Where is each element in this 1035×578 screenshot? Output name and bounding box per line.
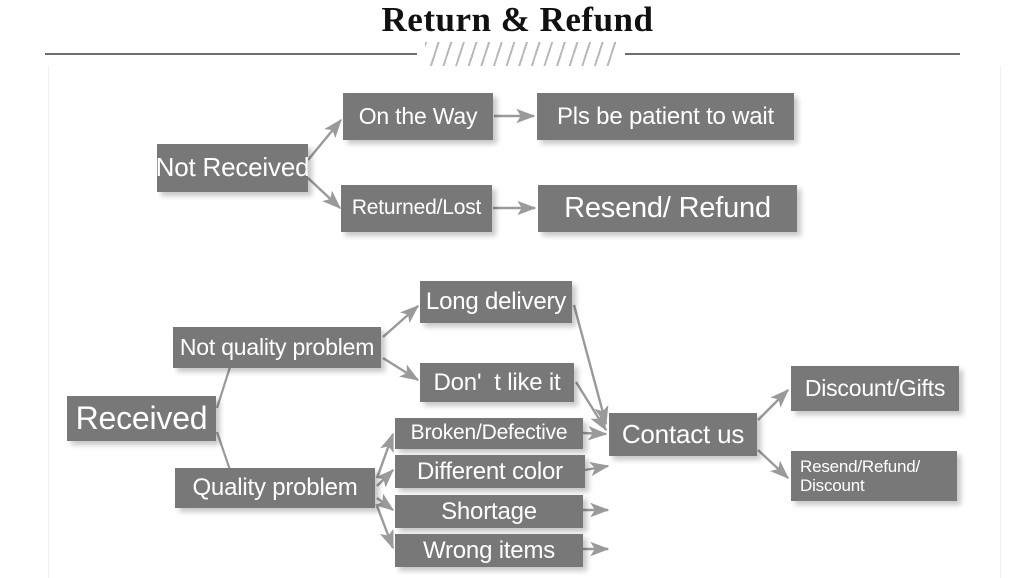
node-quality-problem[interactable]: Quality problem — [175, 468, 375, 508]
node-not-quality-problem[interactable]: Not quality problem — [173, 327, 381, 368]
link-notreceived-ontheway — [307, 118, 342, 161]
node-on-the-way[interactable]: On the Way — [343, 93, 493, 140]
page-edge-right — [1000, 66, 1001, 578]
node-not-received[interactable]: Not Received — [156, 144, 310, 192]
link-contactus-resendrefunddiscount — [757, 449, 790, 479]
node-broken-defective[interactable]: Broken/Defective — [395, 418, 583, 449]
node-shortage[interactable]: Shortage — [395, 495, 583, 528]
link-notreceived-returnedlost — [307, 177, 342, 209]
link-received-notquality — [215, 366, 232, 409]
page-title: Return & Refund — [381, 0, 654, 39]
node-different-color[interactable]: Different color — [395, 455, 585, 488]
link-quality-shortage — [374, 493, 395, 511]
node-discount-gifts[interactable]: Discount/Gifts — [791, 366, 959, 411]
node-resend-refund-discount[interactable]: Resend/Refund/ Discount — [791, 451, 957, 501]
link-differentcolor-contactus — [584, 461, 610, 477]
link-quality-wrongitems — [375, 505, 395, 550]
link-quality-differentcolor — [375, 468, 395, 488]
link-longdelivery-contactus — [572, 304, 609, 426]
divider-hatch-icon — [425, 42, 617, 66]
node-pls-be-patient-to-wait[interactable]: Pls be patient to wait — [537, 93, 794, 140]
link-quality-broken — [375, 432, 395, 479]
link-received-quality — [215, 431, 232, 471]
node-long-delivery[interactable]: Long delivery — [420, 281, 572, 323]
decorative-divider — [45, 42, 960, 66]
node-resend-refund[interactable]: Resend/ Refund — [538, 185, 797, 232]
node-wrong-items[interactable]: Wrong items — [395, 534, 583, 567]
divider-rule-left — [45, 53, 417, 55]
link-notquality-longdelivery — [382, 305, 420, 338]
page-edge-left — [48, 66, 49, 578]
node-dont-like-it[interactable]: Don' t like it — [420, 363, 574, 402]
node-contact-us[interactable]: Contact us — [609, 413, 757, 456]
divider-rule-right — [625, 53, 960, 55]
node-returned-lost[interactable]: Returned/Lost — [341, 185, 492, 232]
link-contactus-discountgifts — [757, 388, 790, 421]
link-broken-contactus — [582, 426, 608, 441]
link-notquality-dontlike — [382, 356, 420, 382]
node-received[interactable]: Received — [67, 396, 216, 441]
